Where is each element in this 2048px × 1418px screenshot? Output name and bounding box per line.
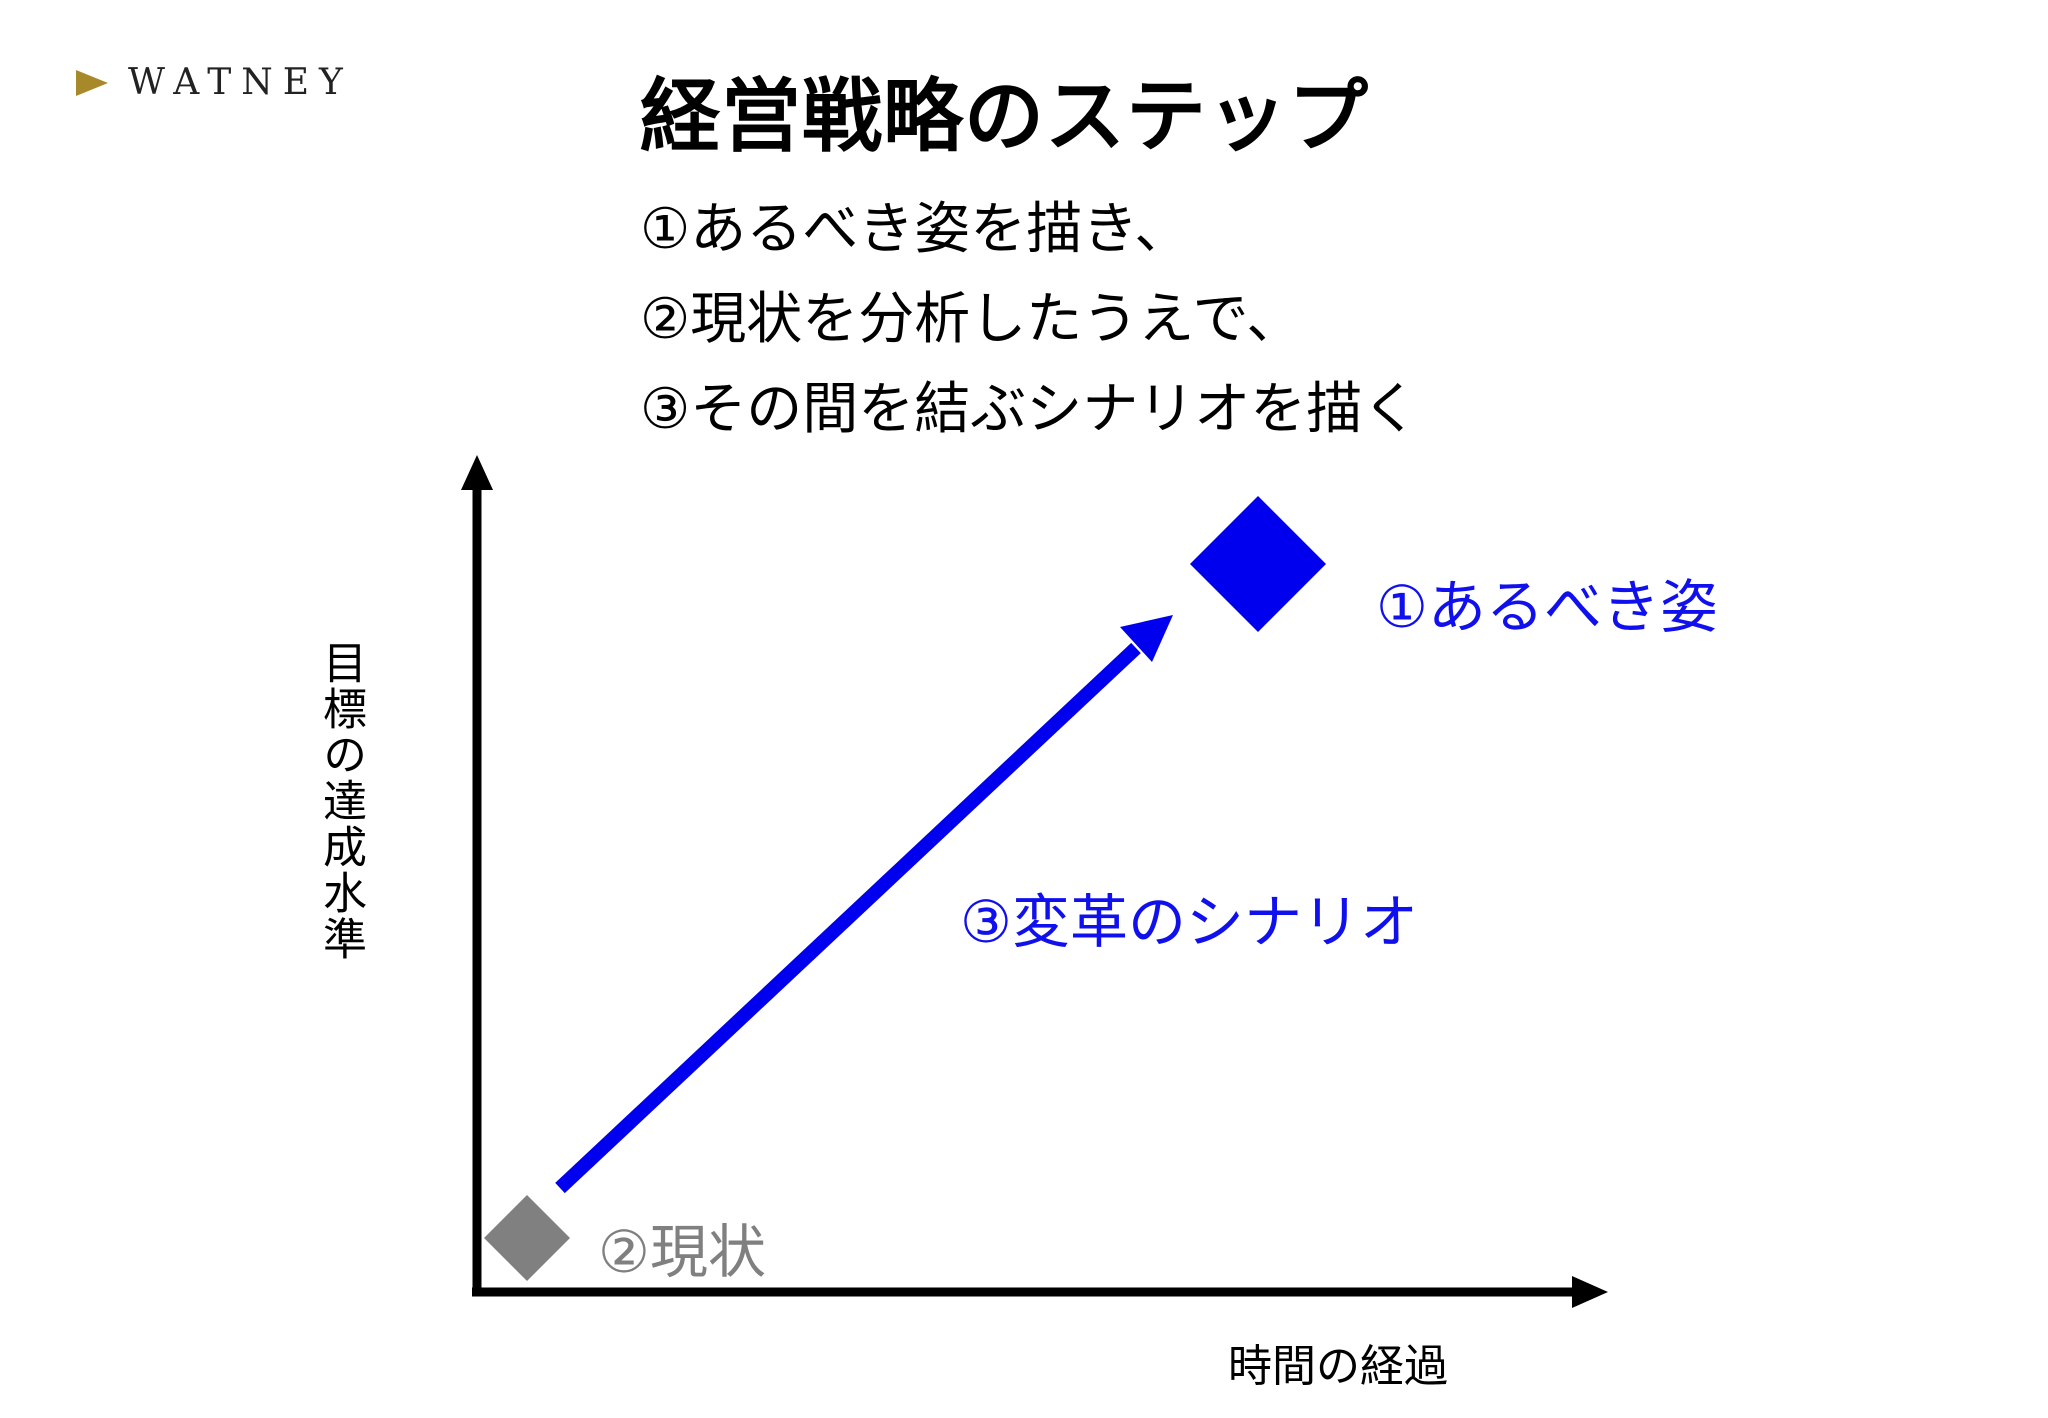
scenario-arrowhead-icon (1120, 615, 1173, 662)
step-3: ③その間を結ぶシナリオを描く (640, 377, 1419, 442)
ideal-state-marker (1190, 496, 1326, 632)
step-1: ①あるべき姿を描き、 (640, 197, 1191, 262)
ideal-state-label: ①あるべき姿 (1376, 573, 1718, 641)
x-axis-arrowhead-icon (1572, 1276, 1608, 1308)
current-state-label: ②現状 (598, 1218, 766, 1286)
y-axis-label: 目標の達成水準 (315, 640, 366, 962)
logo-text: WATNEY (128, 62, 353, 103)
step-2: ②現状を分析したうえで、 (640, 287, 1303, 352)
page-title: 経営戦略のステップ (640, 70, 1369, 163)
x-axis-label: 時間の経過 (1228, 1341, 1448, 1392)
logo-triangle-icon (76, 69, 108, 96)
watney-logo: WATNEY (76, 62, 353, 103)
current-state-marker (484, 1195, 570, 1281)
steps-list: ①あるべき姿を描き、 ②現状を分析したうえで、 ③その間を結ぶシナリオを描く (640, 185, 1418, 455)
scenario-label: ③変革のシナリオ (960, 888, 1418, 956)
y-axis-arrowhead-icon (461, 455, 493, 490)
scenario-arrow-line (555, 642, 1141, 1194)
